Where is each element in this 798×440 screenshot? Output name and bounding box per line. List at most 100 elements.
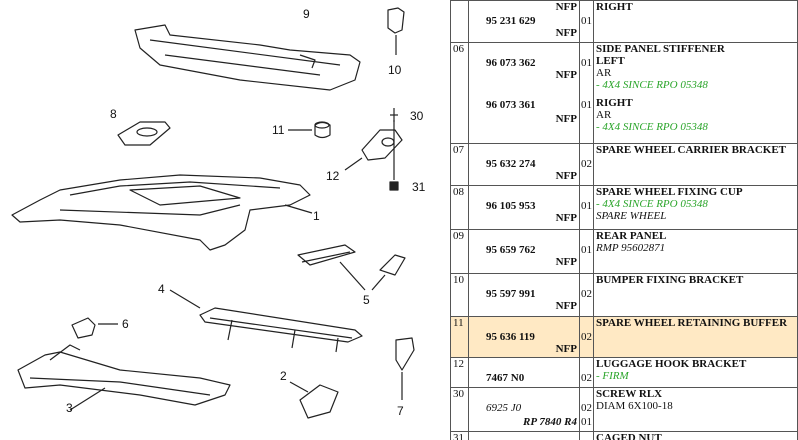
description-line: SPARE WHEEL CARRIER BRACKET [596,144,786,156]
callout-6: 6 [122,317,129,331]
part-8-fixing-cup [117,121,171,146]
table-row[interactable]: 31 CAGED NUT [450,431,798,440]
nfp-flag: NFP [555,170,577,182]
part-number-cell [468,431,580,440]
quantity-cell: 01 [579,229,594,274]
description-cell: SPARE WHEEL RETAINING BUFFER [593,316,798,358]
part-number[interactable]: 96 073 361 [486,99,536,111]
description-line: SCREW RLX [596,388,663,400]
description-line: CAGED NUT [596,432,662,440]
callout-7: 7 [397,404,404,418]
part-12-luggage-hook [344,108,403,191]
callout-2: 2 [280,369,287,383]
callout-3: 3 [66,401,73,415]
nfp-flag: NFP [555,27,577,39]
callout-10: 10 [388,63,402,77]
description-line: SIDE PANEL STIFFENER [596,43,725,55]
description-line: DIAM 6X100-18 [596,400,673,412]
callout-8: 8 [110,107,117,121]
row-index: 31 [450,431,469,440]
description-line: - 4X4 SINCE RPO 05348 [596,198,708,210]
description-line: - 4X4 SINCE RPO 05348 [596,121,708,133]
part-number[interactable]: 6925 J0 [486,402,522,414]
part-5-carrier-brackets [297,244,406,291]
description-line: AR [596,67,612,79]
part-number[interactable]: 95 632 274 [486,158,536,170]
quantity-cell: 01 [579,185,594,230]
row-index: 09 [450,229,469,274]
nfp-flag: NFP [555,1,577,13]
part-number[interactable]: 95 597 991 [486,288,536,300]
callout-4: 4 [158,282,165,296]
part-number[interactable]: 95 231 629 [486,15,536,27]
description-cell: CAGED NUT [593,431,798,440]
description-line: LUGGAGE HOOK BRACKET [596,358,747,370]
description-line: REAR PANEL [596,230,667,242]
description-line: SPARE WHEEL FIXING CUP [596,186,743,198]
quantity: 01 [581,200,592,212]
description-cell: SPARE WHEEL FIXING CUP- 4X4 SINCE RPO 05… [593,185,798,230]
quantity-cell: 01 [579,0,594,43]
description-line: RIGHT [596,97,633,109]
description-line: RIGHT [596,1,633,13]
row-index: 06 [450,42,469,144]
quantity: 01 [581,57,592,69]
description-cell: BUMPER FIXING BRACKET [593,273,798,317]
description-line: AR [596,109,612,121]
nfp-flag: NFP [555,256,577,268]
part-7-bracket [395,337,415,400]
nfp-flag: NFP [555,113,577,125]
part-number[interactable]: 96 105 953 [486,200,536,212]
quantity: 01 [581,15,592,27]
part-number[interactable]: 95 636 119 [486,331,535,343]
row-index: 07 [450,143,469,186]
description-cell: LUGGAGE HOOK BRACKET- FIRM [593,357,798,388]
part-3-crossmember [17,344,231,411]
nfp-flag: NFP [555,69,577,81]
part-2-bracket [289,381,339,419]
nfp-flag: NFP [555,343,577,355]
part-6-bracket [71,317,118,339]
part-number[interactable]: 95 659 762 [486,244,536,256]
description-line: - 4X4 SINCE RPO 05348 [596,79,708,91]
description-line: - FIRM [596,370,629,382]
callout-labels: 9 10 8 11 30 12 31 1 5 4 6 2 3 7 [66,7,426,418]
part-4-bumper-bar [169,289,363,353]
part-number[interactable]: 7467 N0 [486,372,525,384]
quantity: 01 [581,416,592,428]
quantity: 02 [581,288,592,300]
exploded-parts-diagram: 9 10 8 11 30 12 31 1 5 4 6 2 3 7 [11,7,426,419]
row-index: 10 [450,273,469,317]
quantity-cell: 02 [579,357,594,388]
description-line: RMP 95602871 [596,242,666,254]
part-9-rear-panel [134,24,361,91]
quantity-cell: 02 [579,273,594,317]
part-number-cell: 7467 N0 [468,357,580,388]
part-number[interactable]: RP 7840 R4 [523,416,577,428]
quantity: 01 [581,99,592,111]
quantity: 02 [581,402,592,414]
nfp-flag: NFP [555,212,577,224]
part-number[interactable]: 96 073 362 [486,57,536,69]
row-index [450,0,469,43]
